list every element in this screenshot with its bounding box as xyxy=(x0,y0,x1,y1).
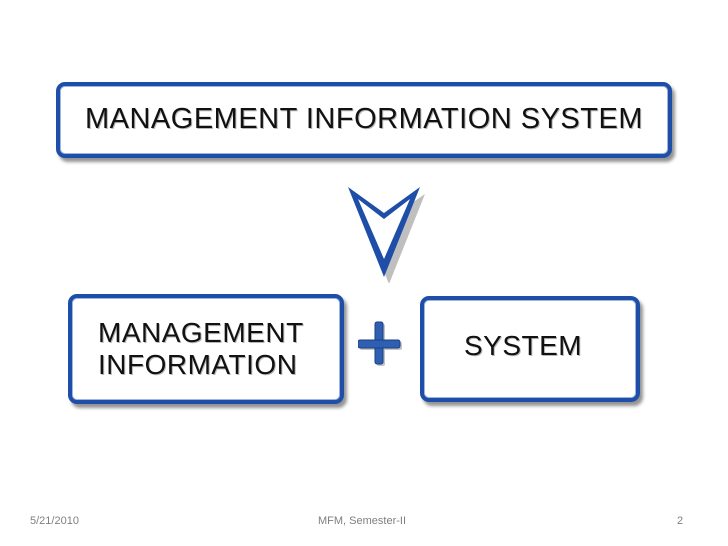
management-information-box: MANAGEMENT INFORMATION xyxy=(68,294,344,404)
management-label: MANAGEMENT xyxy=(98,316,304,348)
management-information-label: MANAGEMENT INFORMATION xyxy=(98,317,304,381)
information-label: INFORMATION xyxy=(98,349,298,380)
system-label: SYSTEM xyxy=(464,330,583,361)
mis-title-box: MANAGEMENT INFORMATION SYSTEM xyxy=(56,82,672,158)
mis-title-label: MANAGEMENT INFORMATION SYSTEM xyxy=(84,103,643,136)
down-triangle-arrow-icon xyxy=(348,187,425,283)
footer-date: 5/21/2010 xyxy=(30,515,79,527)
footer-page-number: 2 xyxy=(677,515,684,527)
footer-course: MFM, Semester-II xyxy=(318,515,407,527)
plus-icon xyxy=(358,321,402,366)
system-box: SYSTEM xyxy=(420,296,640,402)
